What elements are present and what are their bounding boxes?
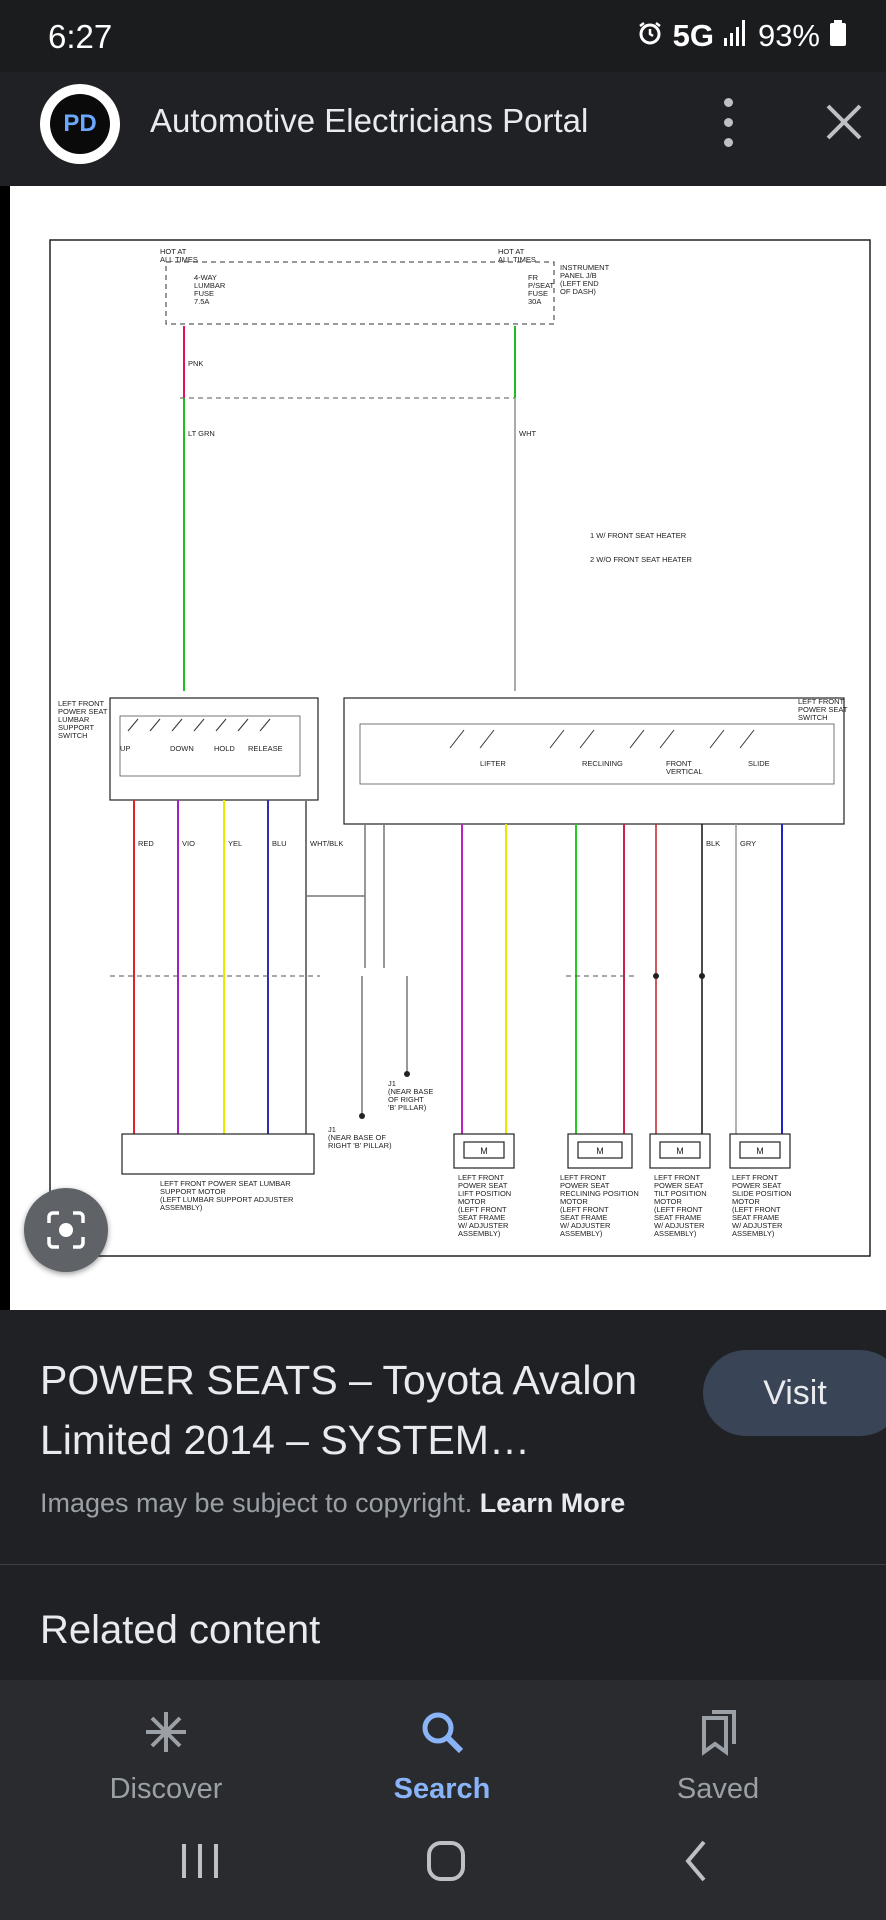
nav-search[interactable]: Search [342,1708,542,1806]
lens-icon [47,1211,85,1249]
wire-label-pnk: PNK [188,359,203,368]
wire-label-blk: BLK [706,839,720,848]
network-label: 5G [672,18,714,53]
visit-button[interactable]: Visit [703,1350,886,1436]
related-heading: Related content [40,1608,321,1652]
home-icon[interactable] [416,1836,476,1886]
viewer-header: PD Automotive Electricians Portal [0,72,886,186]
wire-label-whtblk: WHT/BLK [310,839,343,848]
status-bar: 6:27 5G 93% [0,0,886,72]
svg-text:M: M [676,1146,684,1156]
wire-label-red: RED [138,839,154,848]
recent-apps-icon[interactable] [170,1836,230,1886]
wire-label-wht: WHT [519,429,536,438]
note-2: 2 W/O FRONT SEAT HEATER [590,555,693,564]
nav-discover-label: Discover [109,1773,223,1805]
result-title[interactable]: POWER SEATS – Toyota Avalon Limited 2014… [40,1357,638,1463]
lens-search-button[interactable] [24,1188,108,1272]
nav-discover[interactable]: Discover [66,1708,266,1806]
more-options-icon[interactable] [712,92,744,152]
svg-text:M: M [756,1146,764,1156]
nav-saved-label: Saved [676,1773,760,1805]
site-title[interactable]: Automotive Electricians Portal [150,102,589,139]
learn-more-link[interactable]: Learn More [479,1488,626,1518]
switch-label-release: RELEASE [248,744,283,753]
alarm-icon [637,18,663,54]
switch-label-up: UP [120,744,130,753]
battery-icon [830,18,846,54]
back-icon[interactable] [666,1836,726,1886]
switch-label-reclining: RECLINING [582,759,623,768]
status-indicators: 5G 93% [637,18,846,54]
wire-label-yel: YEL [228,839,242,848]
close-icon[interactable] [822,100,866,144]
search-icon [422,1712,464,1754]
system-nav-bar [0,1780,886,1920]
switch-label-down: DOWN [170,744,194,753]
wire-label-ltgrn: LT GRN [188,429,215,438]
copyright-notice: Images may be subject to copyright. Lear… [40,1488,625,1519]
copyright-text: Images may be subject to copyright. [40,1488,473,1518]
note-1: 1 W/ FRONT SEAT HEATER [590,531,687,540]
wire-label-vio: VIO [182,839,195,848]
site-logo[interactable]: PD [40,84,120,164]
signal-icon [723,18,748,54]
nav-search-label: Search [393,1773,491,1805]
battery-text: 93% [757,18,820,53]
logo-text: PD [50,94,110,154]
svg-text:M: M [480,1146,488,1156]
divider [0,1564,886,1565]
svg-text:M: M [596,1146,604,1156]
discover-icon [146,1712,186,1752]
wire-label-gry: GRY [740,839,756,848]
switch-label-slide: SLIDE [748,759,770,768]
switch-label-lifter: LIFTER [480,759,506,768]
nav-saved[interactable]: Saved [618,1708,818,1806]
status-time: 6:27 [48,18,113,55]
wire-label-blu: BLU [272,839,287,848]
saved-icon [702,1710,736,1756]
switch-label-hold: HOLD [214,744,235,753]
